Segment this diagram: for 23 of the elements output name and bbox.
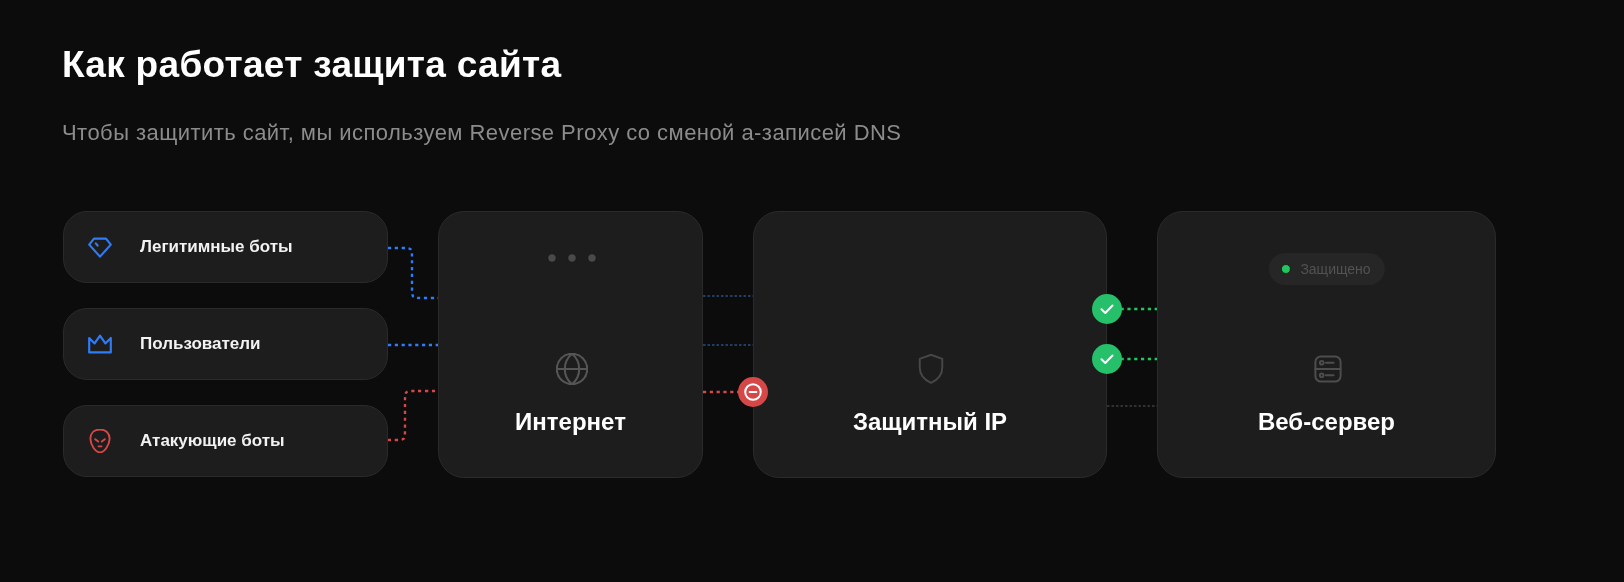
source-card	[63, 405, 388, 477]
card-title: Веб-сервер	[1258, 408, 1395, 437]
dotted-connector	[388, 343, 438, 347]
dotted-connector	[1091, 293, 1157, 325]
dotted-connector	[702, 344, 754, 346]
dotted-connector	[1106, 405, 1158, 407]
card-label: Легитимные боты	[140, 236, 293, 258]
dotted-connector	[703, 376, 769, 408]
status-badge	[1268, 253, 1385, 285]
stage-card	[1157, 211, 1496, 478]
card-title: Защитный IP	[852, 408, 1008, 437]
card-label: Атакующие боты	[140, 430, 285, 452]
source-card	[63, 308, 388, 380]
source-card	[63, 211, 388, 283]
card-label: Пользователи	[140, 333, 261, 355]
stage-card	[753, 211, 1107, 478]
dotted-connector	[388, 389, 438, 442]
dotted-connector	[1091, 343, 1157, 375]
heading: Как работает защита сайта	[62, 43, 562, 87]
dotted-connector	[702, 295, 754, 297]
card-title: Интернет	[515, 408, 626, 437]
subtitle: Чтобы защитить сайт, мы используем Reverse Proxy со сменой а-записей DNS	[62, 119, 902, 147]
stage-card	[438, 211, 703, 478]
